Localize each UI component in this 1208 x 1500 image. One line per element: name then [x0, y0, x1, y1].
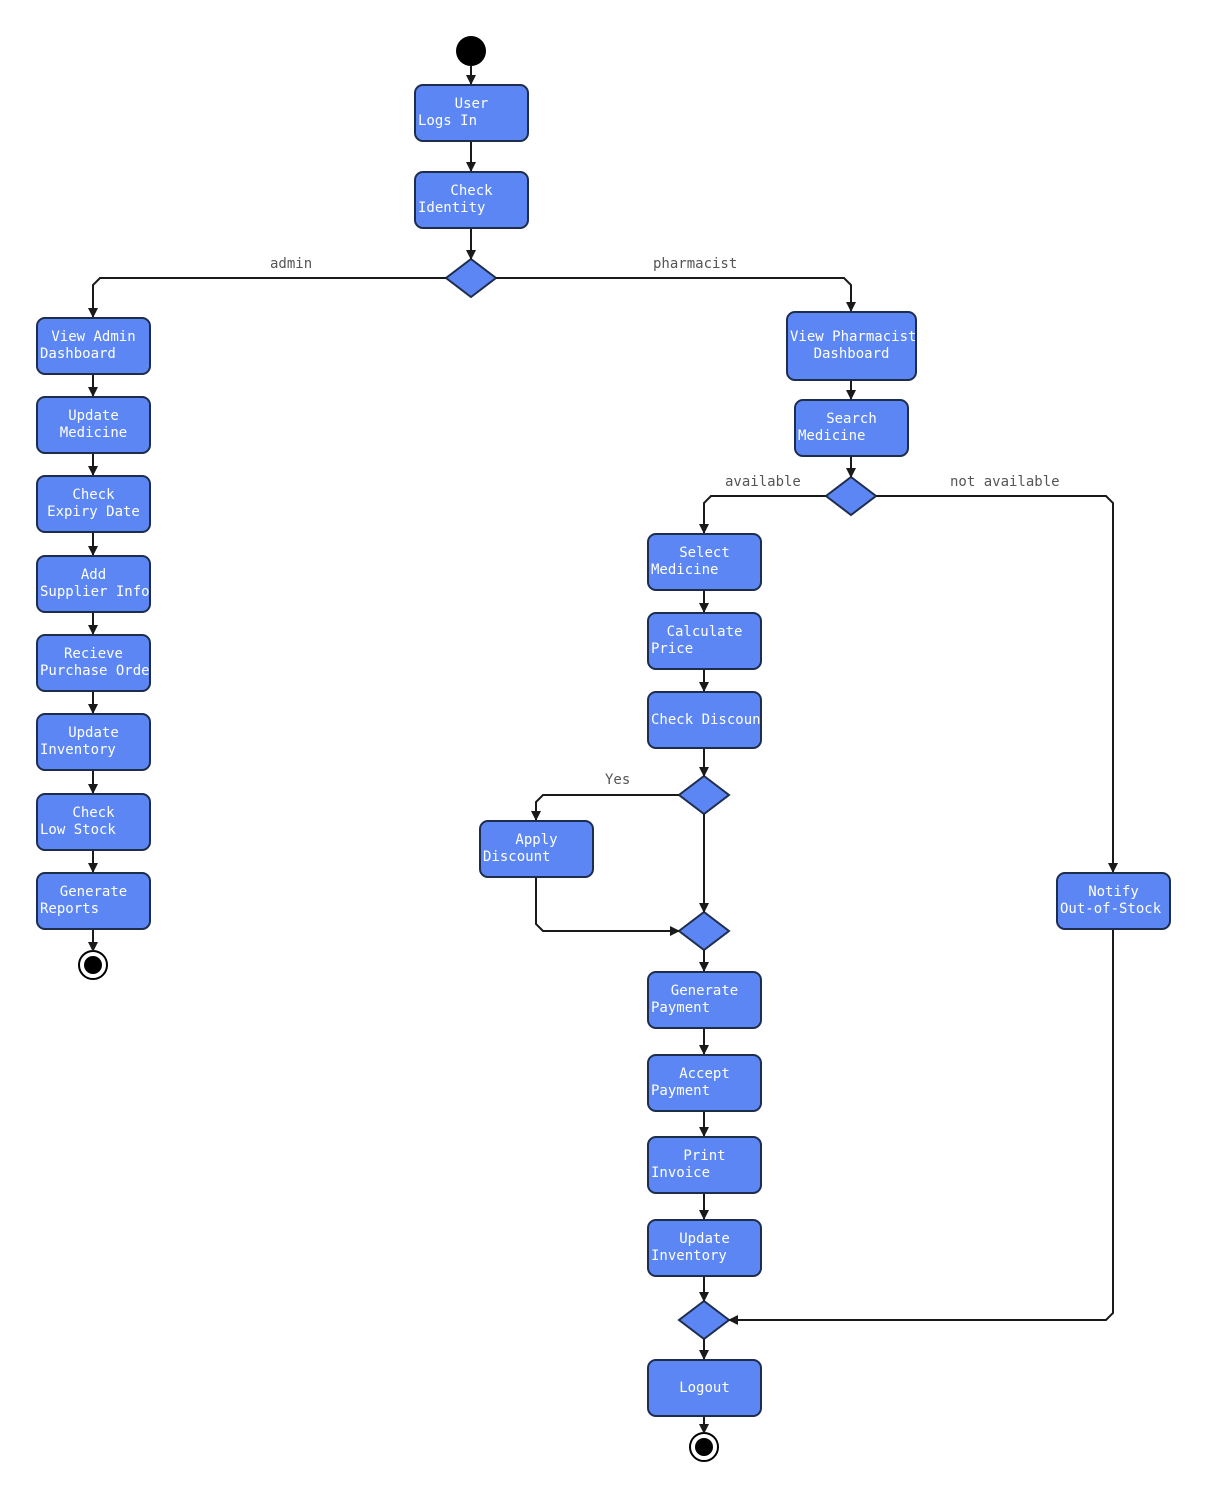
- merge-discount: [677, 910, 731, 952]
- action-label-line: Out-of-Stock: [1060, 901, 1162, 917]
- action-label-line: Reports: [40, 901, 100, 917]
- action-label-line: Low Stock: [40, 822, 116, 838]
- edge-label-available: available: [725, 474, 801, 490]
- action-label-line: Inventory: [40, 742, 116, 758]
- action-label-line: View Pharmacist: [790, 329, 917, 345]
- action-label-line: Update: [68, 725, 119, 741]
- action-label-line: Discount: [483, 849, 551, 865]
- action-check-discount: Check Discount: [647, 691, 762, 749]
- edge-label-pharmacist: pharmacist: [653, 256, 738, 272]
- action-label-line: Check: [72, 487, 115, 503]
- action-label-line: Logout: [679, 1379, 730, 1396]
- action-label-line: Search: [826, 411, 877, 427]
- action-label-line: Identity: [418, 200, 486, 216]
- action-label-line: Check: [450, 183, 493, 199]
- action-label-line: Invoice: [651, 1165, 711, 1181]
- final-node-dot-1: [84, 956, 102, 974]
- edge-label-admin: admin: [270, 256, 313, 272]
- action-label-line: Add: [80, 567, 107, 583]
- action-label-line: Update: [679, 1231, 730, 1247]
- action-label-line: Update: [68, 408, 119, 424]
- flow-edge-23: [535, 878, 680, 936]
- decision-role: [444, 257, 498, 299]
- action-label-line: Generate: [670, 983, 739, 999]
- action-label-line: View Admin: [51, 329, 136, 345]
- action-label-line: Expiry Date: [47, 504, 140, 520]
- action-label-line: Calculate: [666, 624, 743, 640]
- action-label-line: Medicine: [651, 562, 719, 578]
- initial-node: [456, 36, 486, 66]
- action-label-line: Medicine: [798, 428, 866, 444]
- final-node-dot-2: [695, 1438, 713, 1456]
- decision-availability: [824, 475, 878, 517]
- flow-edge-4: [88, 277, 446, 318]
- action-label-line: User: [454, 96, 489, 112]
- action-label-line: Logs In: [418, 113, 478, 129]
- action-label-line: Recieve: [63, 646, 123, 662]
- action-label-line: Check Discount: [651, 711, 762, 728]
- action-label-line: Apply: [515, 832, 558, 848]
- action-label-line: Dashboard: [813, 346, 890, 362]
- decision-discount: [677, 774, 731, 816]
- flow-edge-17: [876, 495, 1118, 873]
- action-label-line: Select: [679, 545, 730, 561]
- action-label-line: Payment: [651, 1083, 711, 1099]
- action-label-line: Payment: [651, 1000, 711, 1016]
- flow-edge-29: [728, 930, 1114, 1325]
- action-label-line: Print: [683, 1148, 726, 1164]
- action-label-line: Check: [72, 805, 115, 821]
- action-label-line: Price: [651, 641, 694, 657]
- action-label-line: Medicine: [59, 425, 128, 441]
- merge-end: [677, 1299, 731, 1341]
- action-label-line: Inventory: [651, 1248, 727, 1264]
- flow-edge-5: [496, 277, 856, 312]
- action-logout: Logout: [647, 1359, 762, 1417]
- action-label-line: Notify: [1088, 884, 1139, 900]
- action-label-line: Purchase Order: [40, 663, 151, 679]
- action-label-line: Generate: [59, 884, 128, 900]
- action-label-line: Supplier Info: [40, 584, 150, 600]
- edge-label-not-available: not available: [950, 474, 1060, 490]
- flow-edge-16: [699, 495, 826, 534]
- action-label-line: Accept: [679, 1066, 730, 1082]
- action-label-line: Dashboard: [40, 346, 116, 362]
- flow-edge-21: [531, 794, 679, 821]
- edge-label-yes: Yes: [605, 772, 631, 788]
